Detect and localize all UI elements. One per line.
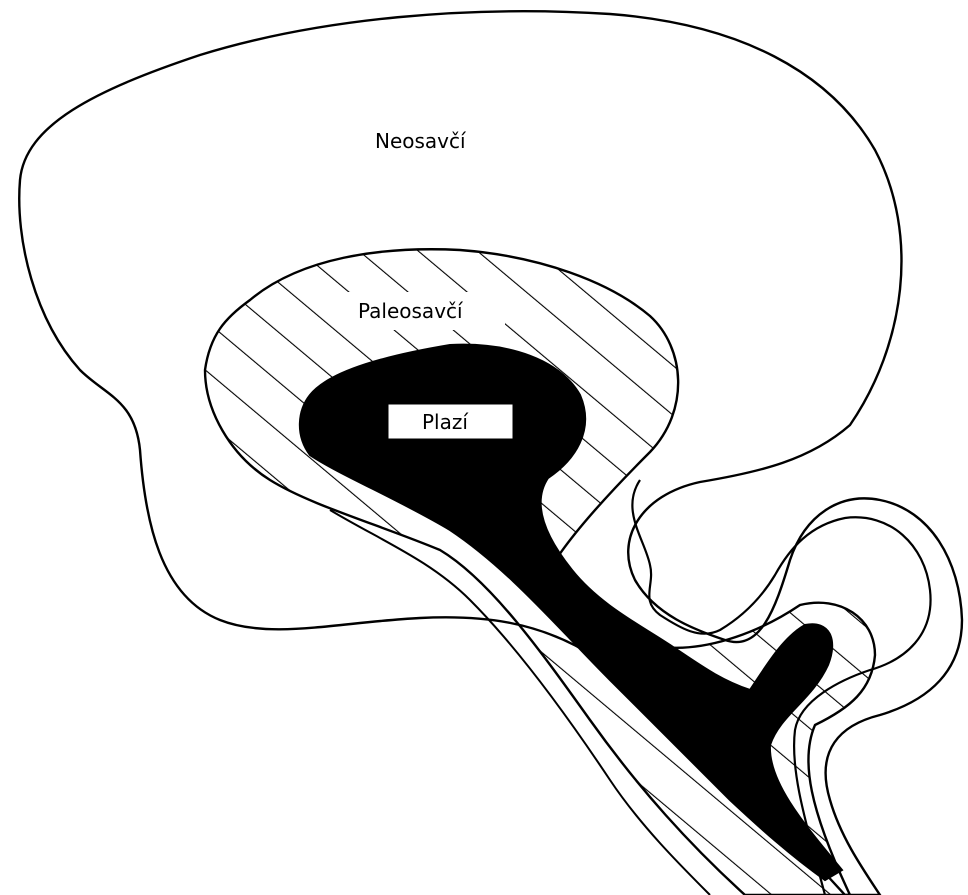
label-neocortex: Neosavčí [375, 129, 467, 153]
reptile-region [300, 345, 842, 880]
label-paleo: Paleosavčí [358, 299, 464, 323]
label-reptile: Plazí [422, 410, 469, 434]
